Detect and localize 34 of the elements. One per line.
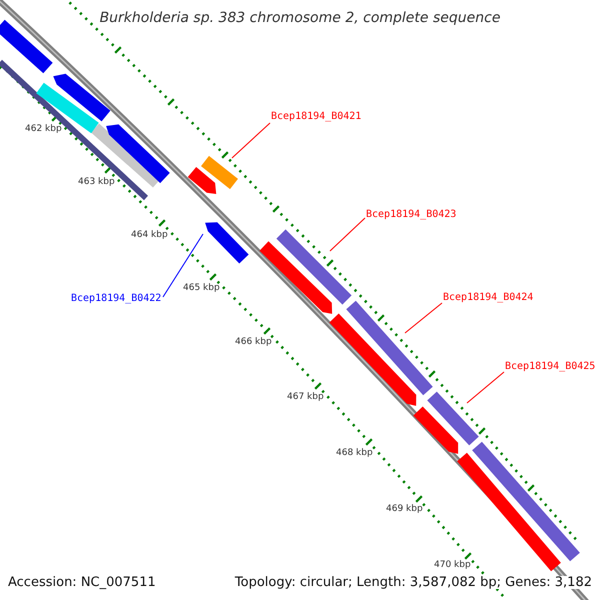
position-label: 464 kbp [131, 231, 168, 240]
position-label: 470 kbp [434, 561, 471, 570]
gene-feature [188, 167, 216, 194]
gene-feature [472, 442, 580, 562]
gene-feature [53, 74, 110, 122]
gene-feature [205, 222, 249, 264]
map-title: Burkholderia sp. 383 chromosome 2, complete sequence [98, 11, 502, 25]
accession-text: Accession: NC_007511 [8, 576, 156, 589]
gene-feature [276, 229, 352, 305]
gene-feature [201, 156, 238, 190]
gene-feature [413, 406, 458, 454]
gene-feature [427, 392, 479, 446]
position-label: 462 kbp [25, 125, 62, 134]
gene-feature [0, 60, 148, 200]
gene-feature [260, 241, 332, 314]
position-label: 466 kbp [235, 338, 272, 347]
gene-feature [329, 314, 416, 406]
gene-label: Bcep18194_B0424 [443, 293, 534, 303]
leader-line [162, 234, 204, 298]
gene-label: Bcep18194_B0421 [271, 112, 362, 122]
gene-label: Bcep18194_B0422 [71, 294, 162, 304]
gene-feature [346, 300, 433, 396]
position-label: 463 kbp [78, 178, 115, 187]
position-label: 469 kbp [386, 505, 423, 514]
leader-line [466, 372, 504, 404]
position-label: 465 kbp [183, 284, 220, 293]
position-label: 468 kbp [336, 449, 373, 458]
leader-line [330, 218, 366, 252]
leader-line [232, 122, 270, 158]
position-label: 467 kbp [287, 393, 324, 402]
gene-label: Bcep18194_B0423 [366, 210, 456, 220]
summary-text: Topology: circular; Length: 3,587,082 bp; Genes: 3,182 [234, 576, 592, 589]
gene-feature [0, 20, 53, 74]
gene-label: Bcep18194_B0425 [505, 362, 596, 372]
